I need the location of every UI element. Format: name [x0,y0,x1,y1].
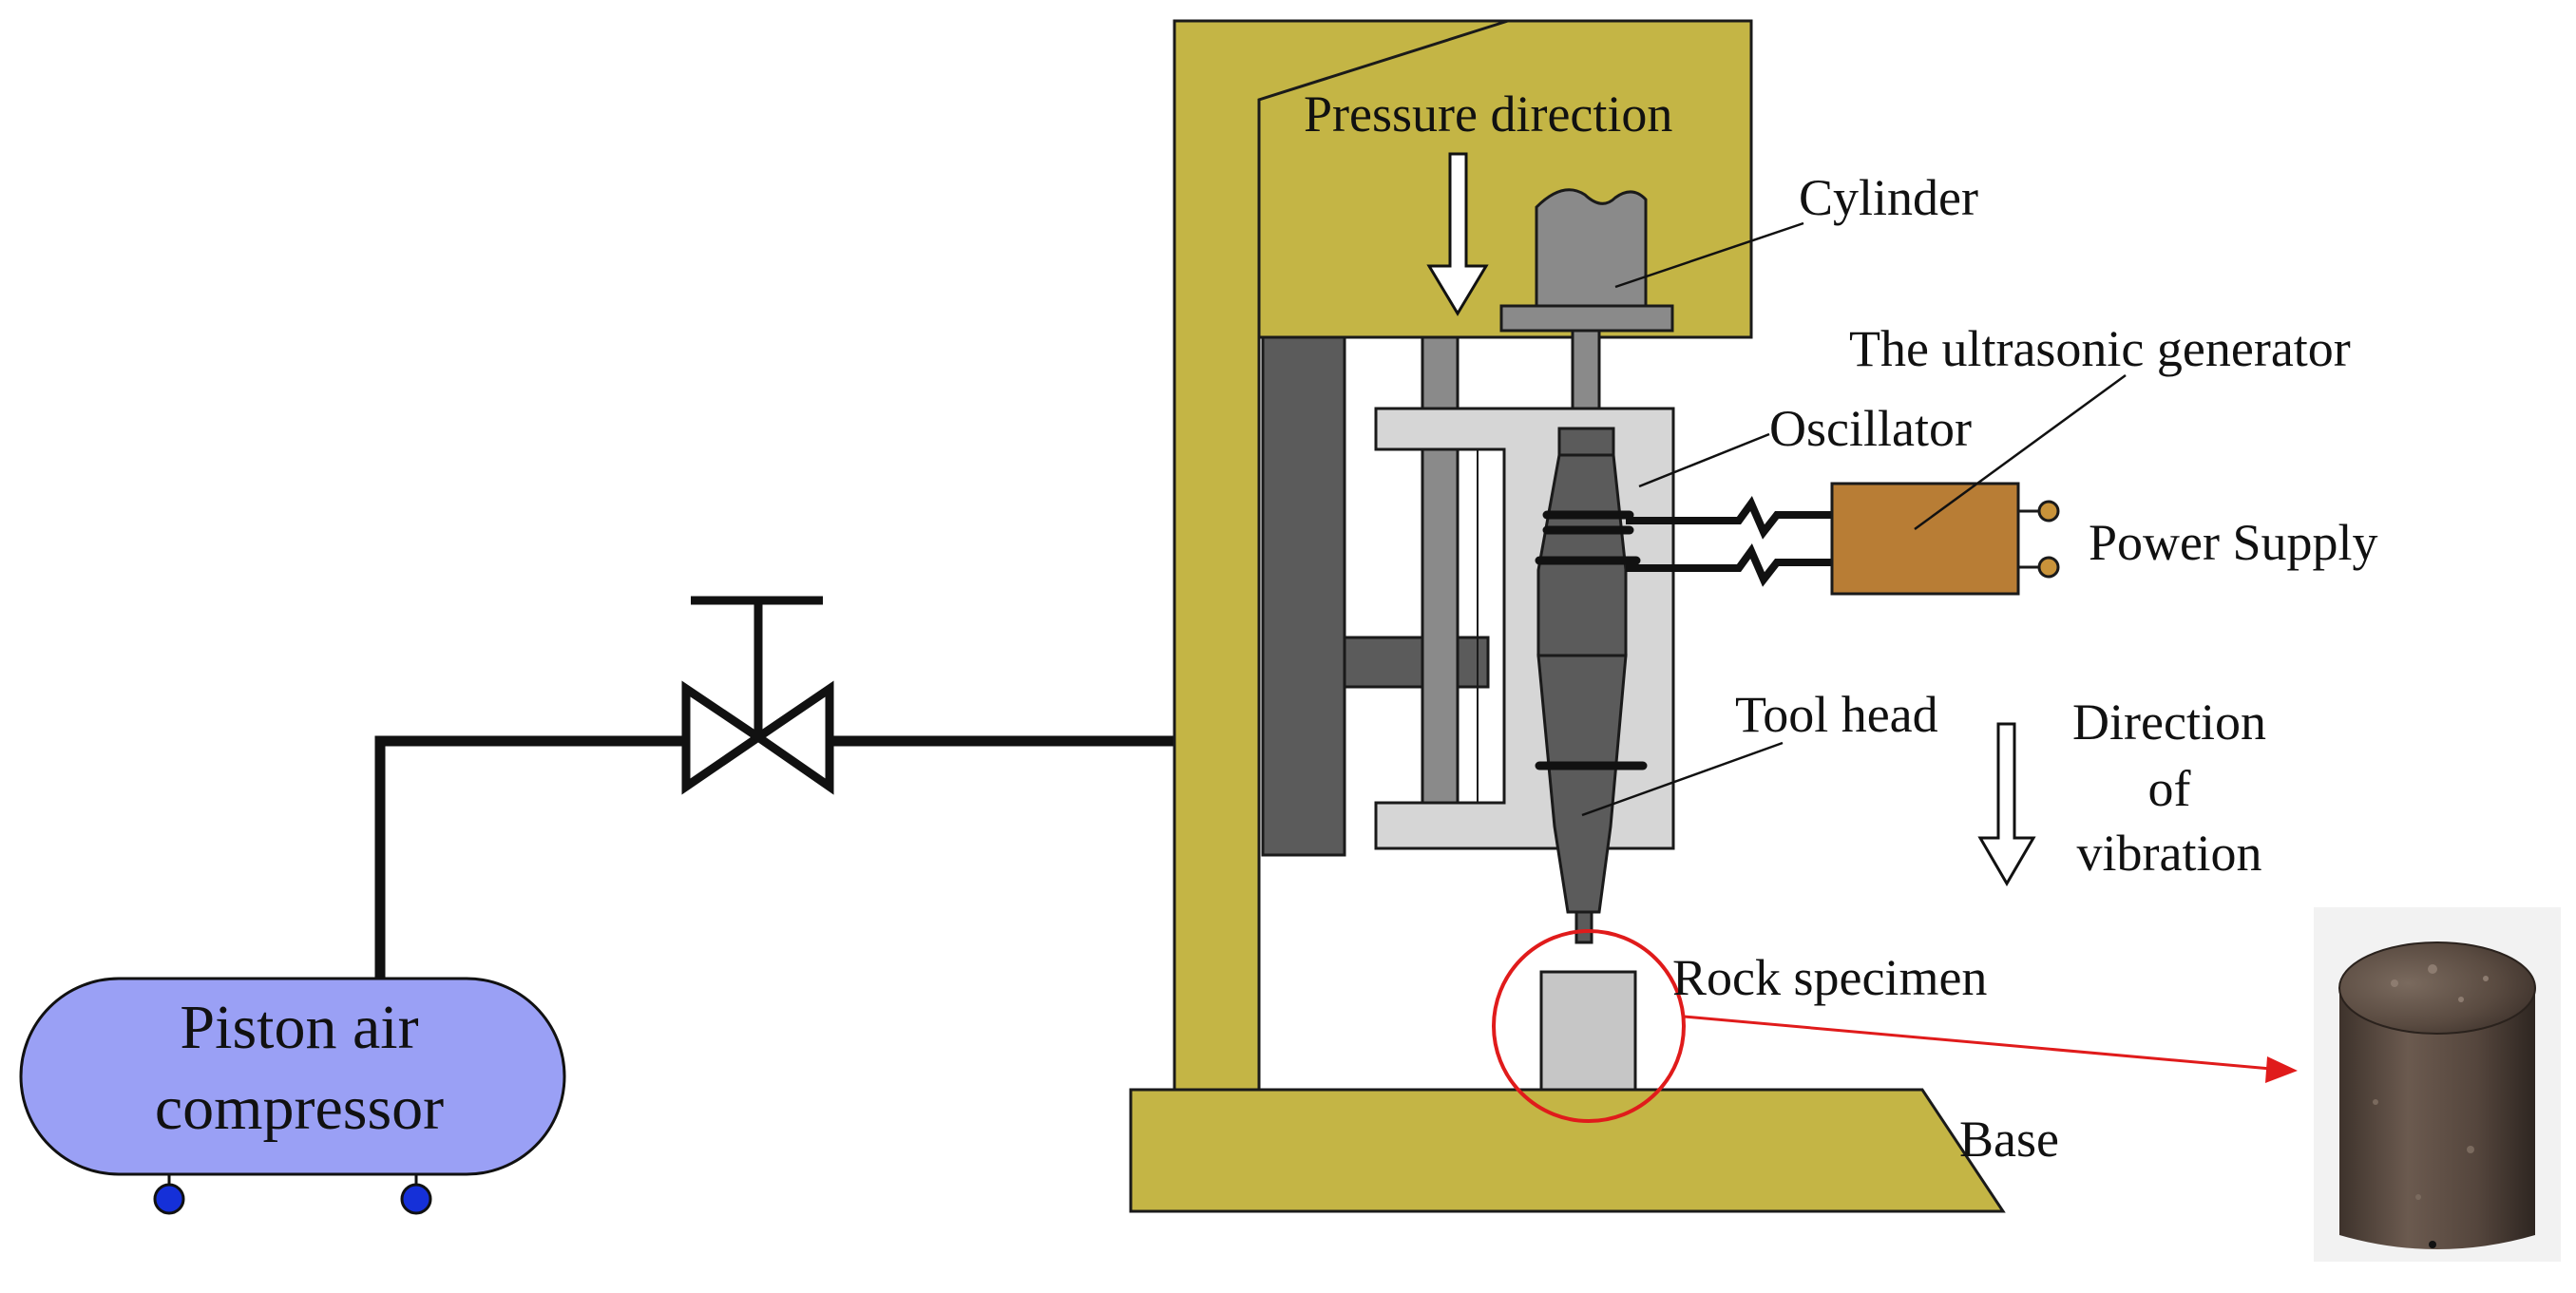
leader-lines [1581,221,2127,817]
highlight-circle [1492,929,1686,1123]
generator-cables [1626,495,1834,587]
tool-head-label: Tool head [1735,686,1938,743]
piston-rod [1571,329,1601,410]
vibration-label-line1: Direction [2072,694,2266,751]
slide-arm [1343,636,1490,689]
compressor-tank [19,977,566,1176]
vibration-label-line2: of [2148,760,2191,817]
cylinder-label: Cylinder [1799,169,1978,226]
clamp-rings [1535,510,1648,770]
tool-tip [1574,910,1593,944]
ultrasonic-generator [1830,482,2060,596]
cylinder [1499,188,1674,333]
pressure-direction-label: Pressure direction [1304,86,1672,143]
compressor-feet [153,1174,432,1215]
vibration-direction-arrow [1977,722,2036,886]
bracket [1374,407,1675,850]
guide-rail [1261,335,1346,857]
power-terminal-2 [2037,556,2060,579]
cylindrical-rock-core-photo [2314,907,2561,1262]
vibration-label-line3: vibration [2077,825,2262,882]
base-label: Base [1959,1111,2059,1168]
specimen-callout-arrow [1683,1015,2298,1083]
oscillator-assembly [1536,427,1628,944]
compressor-label-line2: compressor [155,1074,444,1143]
piston-air-compressor: Piston air compressor [19,977,566,1215]
oscillator-label: Oscillator [1769,400,1972,457]
oscillator-cap [1557,427,1615,457]
generator-box [1830,482,2020,596]
rock-specimen [1539,970,1637,1092]
frame-edge-line [1257,19,1509,337]
rock-specimen-label: Rock specimen [1672,949,1987,1006]
base [1129,1088,2006,1213]
pressure-direction-arrow [1426,152,1489,316]
tool-head [1536,654,1628,914]
ultrasonic-generator-label: The ultrasonic generator [1849,320,2351,377]
gate-valve-symbol [681,596,834,795]
air-pipe [374,735,1180,984]
power-supply-label: Power Supply [2089,514,2378,571]
power-terminal-1 [2037,500,2060,523]
compressor-label-line1: Piston air [180,993,418,1062]
